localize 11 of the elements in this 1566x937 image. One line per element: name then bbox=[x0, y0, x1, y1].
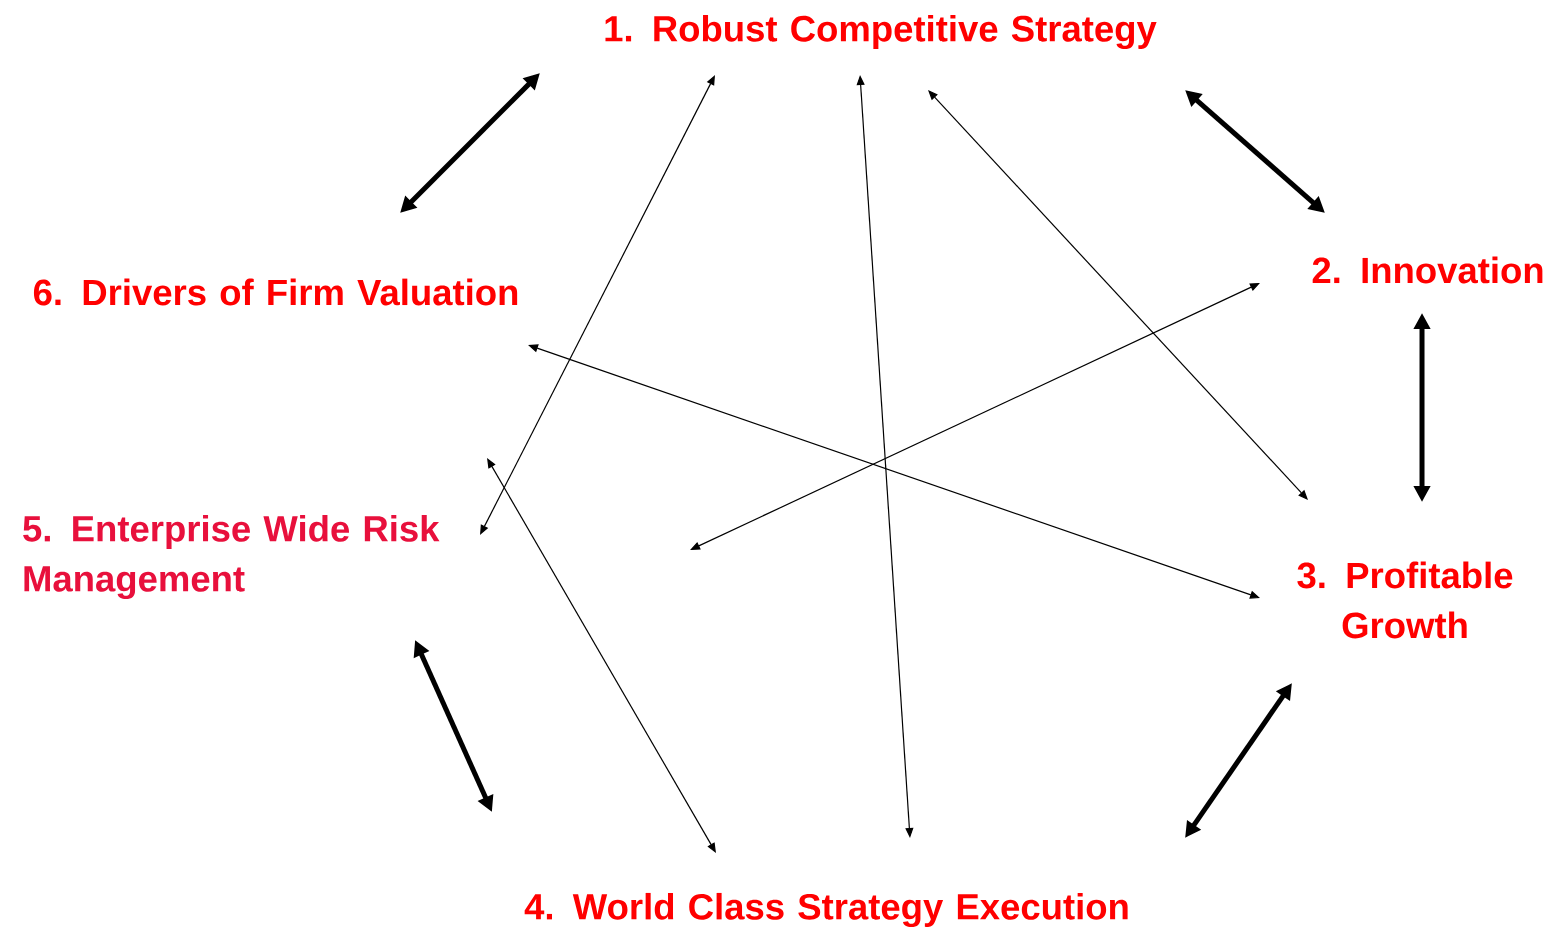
heading-label: 6. Drivers of Firm Valuation bbox=[33, 278, 518, 306]
heading-label: 2. Innovation bbox=[1312, 256, 1543, 284]
arrow bbox=[690, 283, 1260, 550]
heading-label: 1. Robust Competitive Strategy bbox=[605, 14, 1157, 50]
heading-label: 3. Profitable Growth bbox=[1297, 561, 1513, 639]
heading-label: 5. Enterprise Wide Risk Management bbox=[23, 514, 440, 600]
arrow bbox=[928, 90, 1308, 500]
arrow bbox=[480, 75, 715, 535]
arrow bbox=[487, 458, 716, 853]
arrow bbox=[528, 344, 1260, 599]
heading-label: 4. World Class Strategy Execution bbox=[524, 892, 1128, 928]
